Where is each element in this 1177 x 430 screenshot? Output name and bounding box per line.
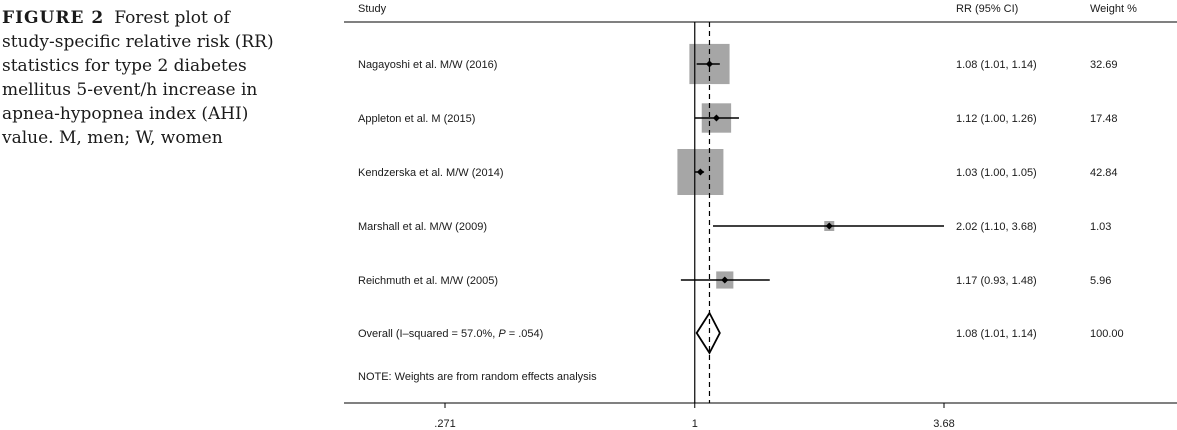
study-label: Marshall et al. M/W (2009) <box>358 221 487 233</box>
point-estimate <box>696 168 704 176</box>
study-label: Appleton et al. M (2015) <box>358 113 475 125</box>
rr-value: 1.08 (1.01, 1.14) <box>956 59 1037 71</box>
study-row: Marshall et al. M/W (2009) 2.02 (1.10, 3.… <box>358 221 1111 233</box>
study-row: Appleton et al. M (2015) 1.12 (1.00, 1.26… <box>358 103 1118 133</box>
point-estimate <box>712 114 720 122</box>
header-study: Study <box>358 3 387 15</box>
figure-label: FIGURE 2 <box>2 8 105 28</box>
header-weight: Weight % <box>1090 3 1137 15</box>
tick-label: 1 <box>692 418 698 430</box>
weight-value: 32.69 <box>1090 59 1118 71</box>
study-row: Reichmuth et al. M/W (2005) 1.17 (0.93, 1… <box>358 271 1111 289</box>
overall-label-suffix: = .054) <box>506 328 544 340</box>
overall-diamond <box>695 311 721 355</box>
overall-rr-value: 1.08 (1.01, 1.14) <box>956 328 1037 340</box>
study-row: Kendzerska et al. M/W (2014) 1.03 (1.00, … <box>358 149 1118 195</box>
rr-value: 1.17 (0.93, 1.48) <box>956 275 1037 287</box>
header-rr: RR (95% CI) <box>956 3 1018 15</box>
study-label: Nagayoshi et al. M/W (2016) <box>358 59 497 71</box>
weight-value: 5.96 <box>1090 275 1111 287</box>
study-label: Reichmuth et al. M/W (2005) <box>358 275 498 287</box>
study-row: Nagayoshi et al. M/W (2016) 1.08 (1.01, 1… <box>358 43 1118 85</box>
point-estimate <box>825 222 833 230</box>
tick-label: 3.68 <box>933 418 954 430</box>
tick-label: .271 <box>434 418 455 430</box>
overall-row: Overall (I–squared = 57.0%, P = .054) 1.… <box>358 311 1124 355</box>
weights-note: NOTE: Weights are from random effects an… <box>358 371 597 383</box>
rr-value: 2.02 (1.10, 3.68) <box>956 221 1037 233</box>
overall-label: Overall (I–squared = 57.0%, P = .054) <box>358 328 543 340</box>
rr-value: 1.03 (1.00, 1.05) <box>956 167 1037 179</box>
x-axis: .271 1 3.68 <box>344 402 1177 430</box>
weight-value: 17.48 <box>1090 113 1118 125</box>
figure-caption-text: Forest plot of study-specific relative r… <box>2 8 274 148</box>
weight-value: 42.84 <box>1090 167 1118 179</box>
point-estimate <box>721 276 729 284</box>
rr-value: 1.12 (1.00, 1.26) <box>956 113 1037 125</box>
weight-value: 1.03 <box>1090 221 1111 233</box>
overall-label-prefix: Overall (I–squared = 57.0%, <box>358 328 498 340</box>
overall-label-p: P <box>498 328 506 340</box>
study-label: Kendzerska et al. M/W (2014) <box>358 167 504 179</box>
overall-weight-value: 100.00 <box>1090 328 1124 340</box>
study-rows: Nagayoshi et al. M/W (2016) 1.08 (1.01, 1… <box>358 43 1118 289</box>
point-estimate <box>705 60 713 68</box>
